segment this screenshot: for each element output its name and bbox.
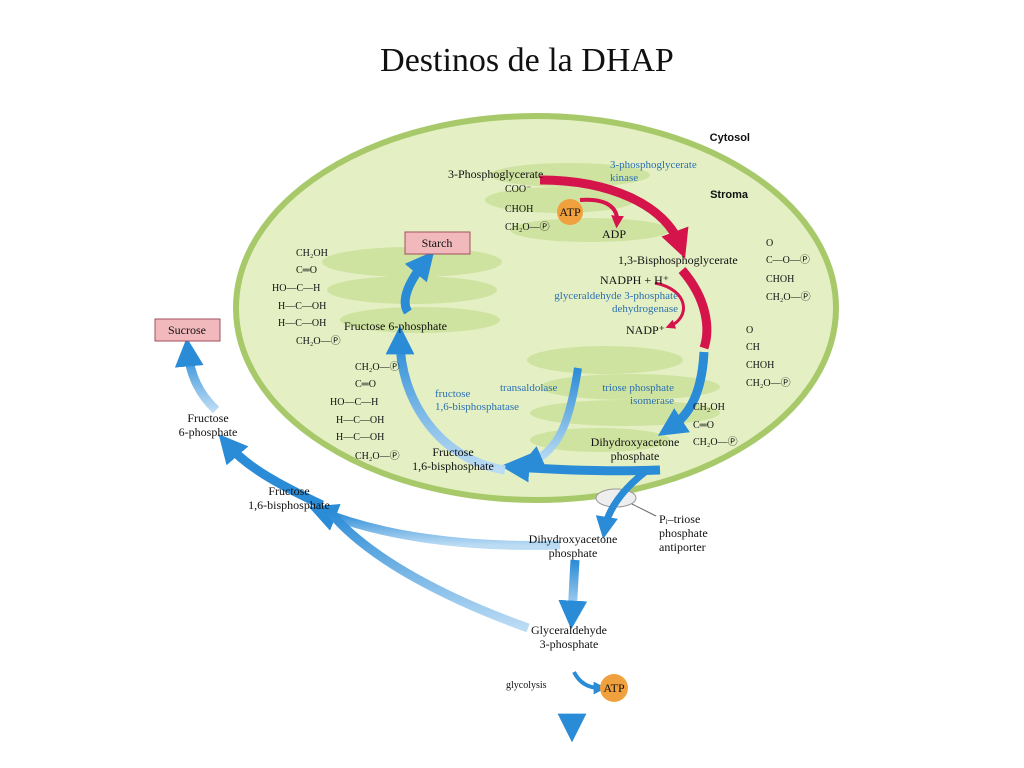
f6p-stroma-label: Fructose 6-phosphate [344, 319, 447, 333]
fbpase-label-2: 1,6-bisphosphatase [435, 401, 519, 413]
svg-text:C═O: C═O [693, 420, 714, 431]
fbp-cyt-label-2: 1,6-bisphosphate [248, 498, 330, 512]
sucrose-box [154, 318, 221, 342]
atp-label-stroma: ATP [559, 205, 581, 219]
svg-text:CH: CH [746, 342, 760, 353]
arrow-dhap-to-fbp-cyt [308, 503, 561, 550]
dhap-stroma-label-2: phosphate [611, 449, 660, 463]
svg-text:CHOH: CHOH [766, 274, 794, 285]
fbp-stroma-label-2: 1,6-bisphosphate [412, 459, 494, 473]
pgk-label-1: 3-phosphoglycerate [610, 159, 697, 171]
svg-text:COO⁻: COO⁻ [505, 184, 531, 195]
dhap-cyt-label-1: Dihydroxyacetone [529, 532, 618, 546]
arrow-fbp-to-f6p-stroma [385, 325, 506, 475]
structure-gap: O CH CHOH CH₂O—Ⓟ [746, 325, 791, 389]
glycolysis-label: glycolysis [506, 680, 547, 691]
svg-text:HO—C—H: HO—C—H [330, 397, 378, 408]
structure-bpg13: O C—O—Ⓟ CHOH CH₂O—Ⓟ [766, 238, 811, 303]
arrow-bpg-to-dhap-red [678, 267, 712, 350]
starch-box [404, 231, 471, 255]
bpg13-label: 1,3-Bisphosphoglycerate [618, 253, 738, 267]
structure-fbp: CH₂O—Ⓟ C═O HO—C—H H—C—OH H—C—OH CH₂O—Ⓟ [330, 361, 400, 462]
svg-text:CH₂O—Ⓟ: CH₂O—Ⓟ [746, 377, 791, 389]
adp-label: ADP [602, 227, 626, 241]
tpi-label-2: isomerase [630, 395, 674, 407]
arrow-nadph-to-nadp [654, 281, 685, 329]
antiporter-label-1: Pᵢ–triose [659, 512, 700, 526]
gapdh-label-2: dehydrogenase [612, 303, 678, 315]
structure-pg3: COO⁻ CHOH CH₂O—Ⓟ [505, 184, 550, 233]
svg-text:C—O—Ⓟ: C—O—Ⓟ [766, 254, 810, 266]
arrow-f6p-to-sucrose [174, 337, 220, 414]
fbpase-label-1: fructose [435, 388, 471, 400]
arrow-fbp-to-f6p-cyt [218, 434, 324, 510]
svg-text:H—C—OH: H—C—OH [278, 301, 326, 312]
svg-text:CH₂OH: CH₂OH [693, 402, 725, 413]
arrow-to-dhap-stroma [657, 351, 709, 436]
tpi-label-1: triose phosphate [602, 382, 674, 394]
svg-text:C═O: C═O [355, 379, 376, 390]
dhap-cyt-label-2: phosphate [549, 546, 598, 560]
svg-text:CH₂O—Ⓟ: CH₂O—Ⓟ [505, 221, 550, 233]
svg-text:CH₂O—Ⓟ: CH₂O—Ⓟ [693, 436, 738, 448]
arrow-dhap-export [595, 469, 648, 540]
f6p-cyt-label-2: 6-phosphate [179, 425, 238, 439]
gap-label-2: 3-phosphate [540, 637, 599, 651]
transaldolase-label: transaldolase [500, 382, 558, 394]
structure-f6p: CH₂OH C═O HO—C—H H—C—OH H—C—OH CH₂O—Ⓟ [272, 248, 341, 347]
arrow-dhap-to-fbp-stroma [500, 453, 661, 483]
svg-text:CHOH: CHOH [746, 360, 774, 371]
atp-circle-cytosol [600, 674, 628, 702]
arrow-dhap-to-gap [558, 559, 588, 630]
arrow-to-atp [572, 671, 607, 695]
nadph-label: NADPH + H⁺ [600, 273, 669, 287]
svg-text:H—C—OH: H—C—OH [336, 432, 384, 443]
arrow-pg3-to-bpg [539, 175, 689, 259]
starch-label: Starch [422, 236, 453, 250]
arrow-gap-to-fbp-cyt [326, 509, 530, 633]
dhap-stroma-label-1: Dihydroxyacetone [591, 435, 680, 449]
sucrose-label: Sucrose [168, 323, 206, 337]
svg-text:O: O [746, 325, 753, 336]
arrow-atp-to-adp [579, 197, 624, 229]
svg-text:CH₂O—Ⓟ: CH₂O—Ⓟ [355, 361, 400, 373]
gapdh-label-1: glyceraldehyde 3-phosphate [554, 290, 678, 302]
svg-text:CH₂O—Ⓟ: CH₂O—Ⓟ [355, 450, 400, 462]
fbp-cyt-label-1: Fructose [268, 484, 309, 498]
f6p-cyt-label-1: Fructose [187, 411, 228, 425]
fbp-stroma-label-1: Fructose [432, 445, 473, 459]
svg-text:CH₂O—Ⓟ: CH₂O—Ⓟ [296, 335, 341, 347]
antiporter-label-3: antiporter [659, 540, 706, 554]
atp-label-cytosol: ATP [603, 681, 625, 695]
stroma-label: Stroma [710, 189, 749, 201]
svg-text:C═O: C═O [296, 265, 317, 276]
svg-text:CHOH: CHOH [505, 204, 533, 215]
antiporter-label-2: phosphate [659, 526, 708, 540]
svg-text:CH₂OH: CH₂OH [296, 248, 328, 259]
arrow-f6p-to-starch [400, 250, 435, 315]
pg3-label: 3-Phosphoglycerate [448, 167, 543, 181]
svg-text:HO—C—H: HO—C—H [272, 283, 320, 294]
pgk-label-2: kinase [610, 172, 638, 184]
gap-label-1: Glyceraldehyde [531, 623, 607, 637]
svg-text:CH₂O—Ⓟ: CH₂O—Ⓟ [766, 291, 811, 303]
arrow-transaldolase [518, 367, 582, 470]
svg-text:H—C—OH: H—C—OH [278, 318, 326, 329]
nadp-label: NADP⁺ [626, 323, 665, 337]
svg-text:H—C—OH: H—C—OH [336, 415, 384, 426]
cytosol-label: Cytosol [710, 132, 750, 144]
atp-circle-stroma [557, 199, 583, 225]
antiporter-pointer [631, 503, 657, 517]
slide-title: Destinos de la DHAP [380, 42, 674, 79]
svg-text:O: O [766, 238, 773, 249]
structure-dhap: CH₂OH C═O CH₂O—Ⓟ [693, 402, 738, 448]
